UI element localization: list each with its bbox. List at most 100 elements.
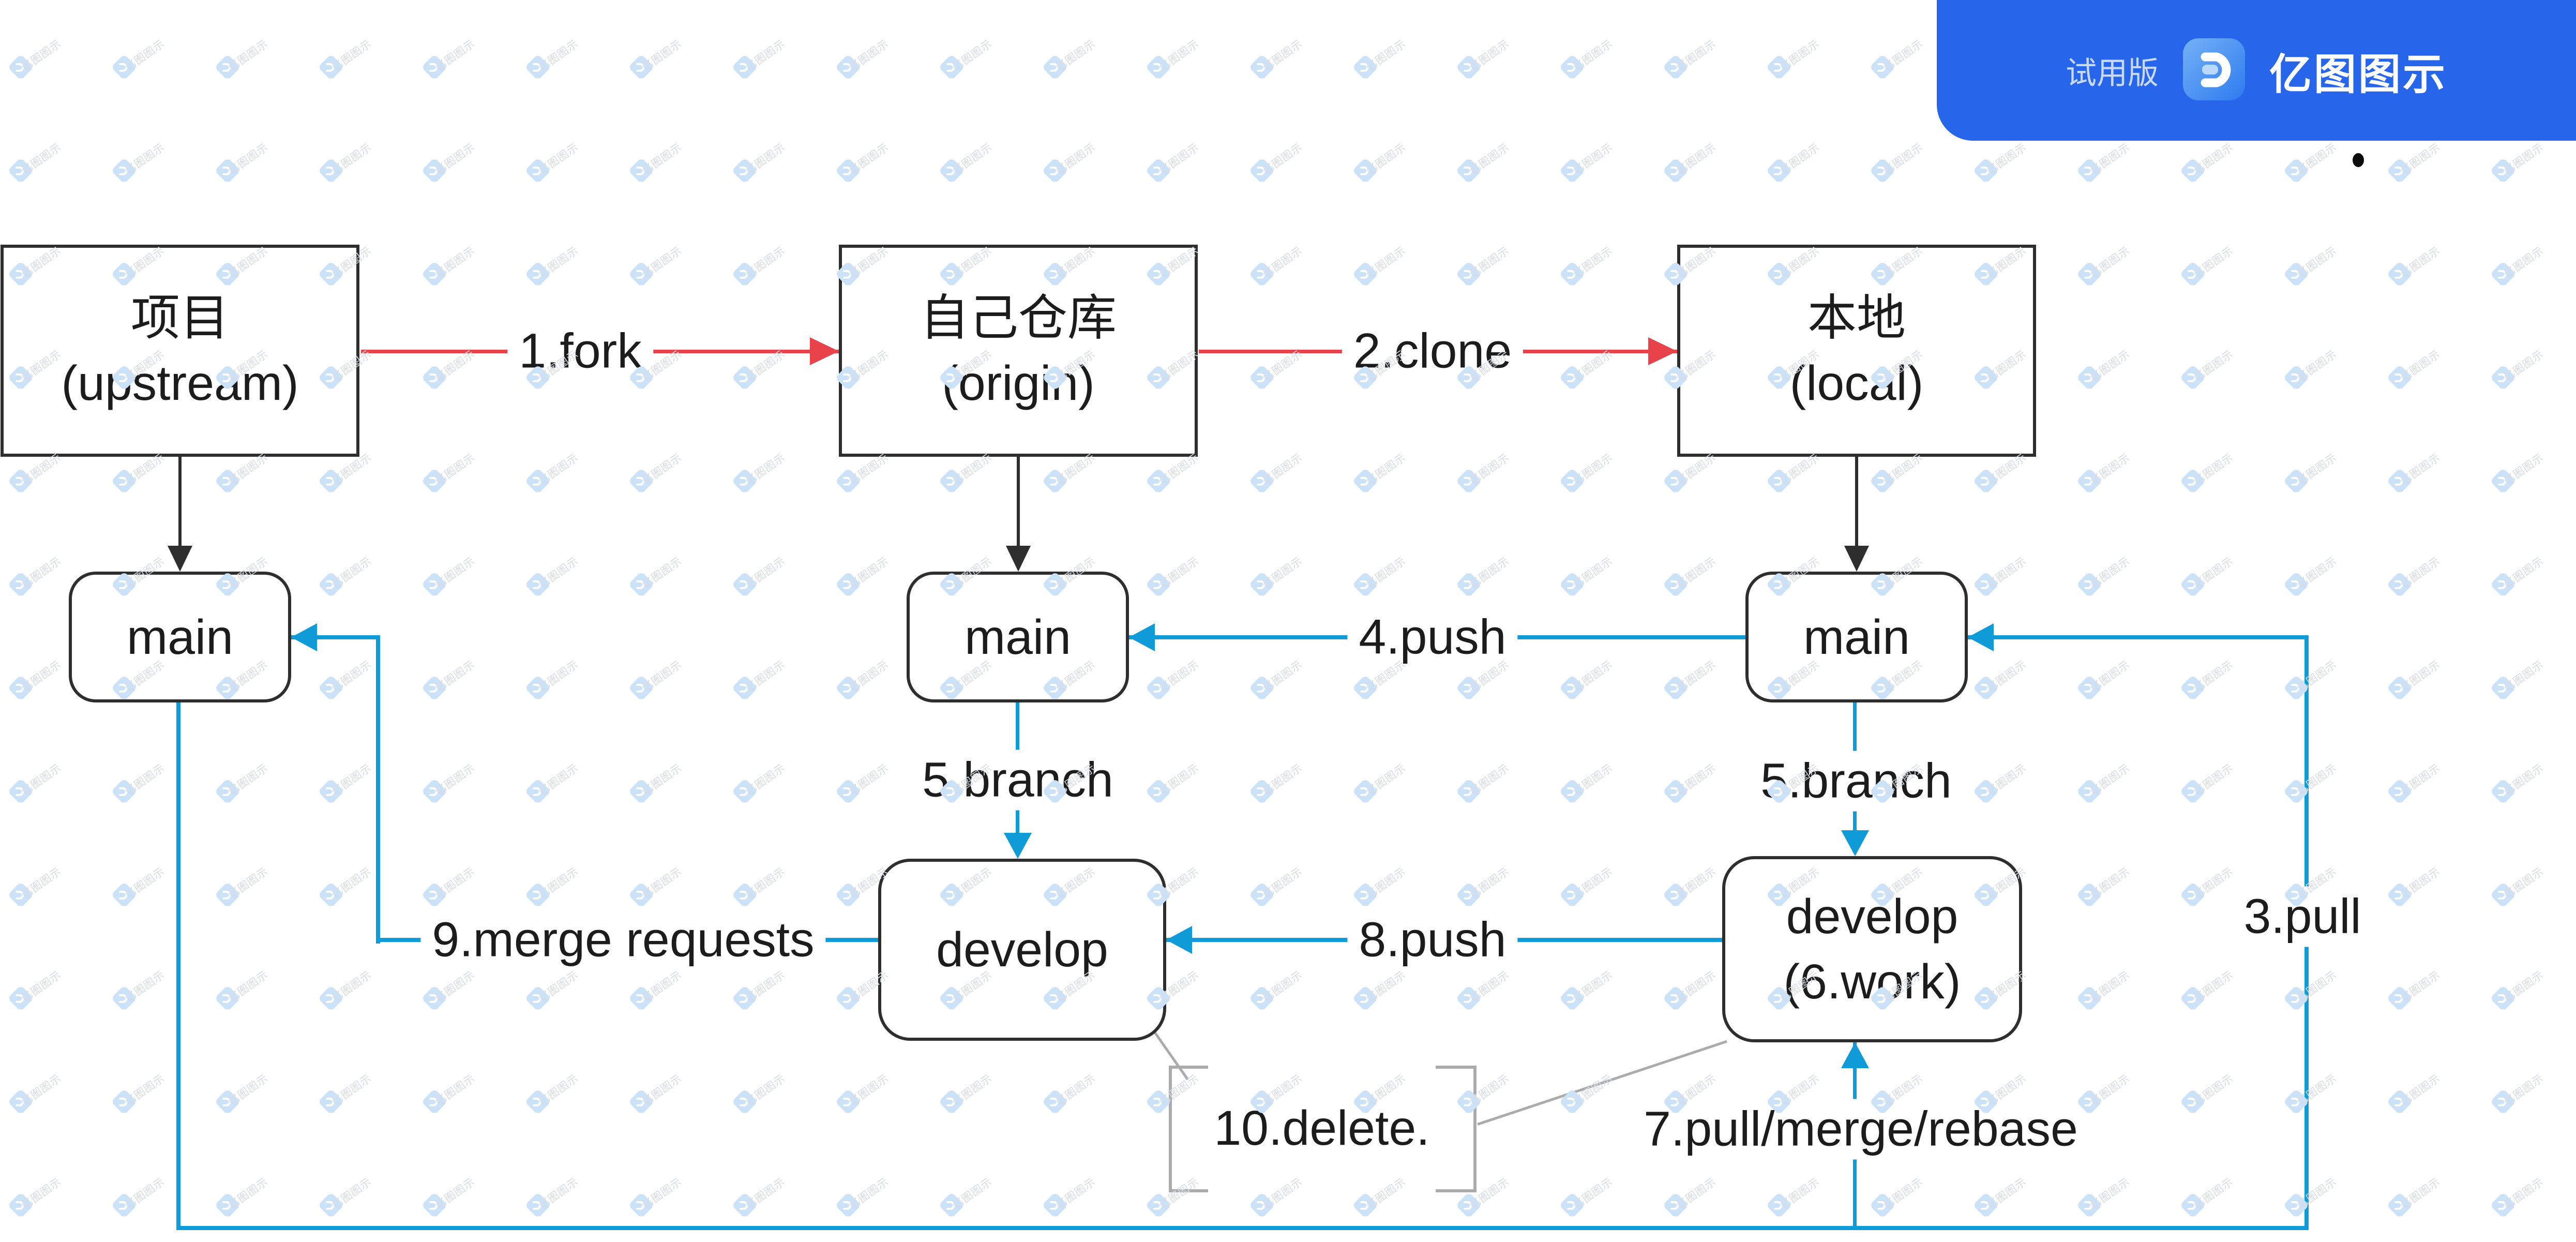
edraw-diamond-icon xyxy=(1766,468,1792,495)
watermark-text: 亿图图示 xyxy=(2088,1072,2132,1109)
watermark-text: 亿图图示 xyxy=(1260,865,1305,902)
watermark-text: 亿图图示 xyxy=(19,1072,64,1109)
edraw-diamond-icon xyxy=(835,985,862,1012)
watermark-text: 亿图图示 xyxy=(847,141,891,177)
edraw-diamond-icon xyxy=(421,571,448,598)
edraw-diamond-icon xyxy=(2490,468,2517,495)
edraw-diamond-icon xyxy=(1352,571,1379,598)
edraw-diamond-icon xyxy=(2076,881,2103,908)
watermark-text: 亿图图示 xyxy=(123,969,167,1005)
watermark-text: 亿图图示 xyxy=(1571,865,1615,902)
edraw-diamond-icon xyxy=(2076,985,2103,1012)
watermark-text: 亿图图示 xyxy=(19,141,64,177)
edraw-diamond-icon xyxy=(2076,468,2103,495)
edraw-diamond-icon xyxy=(731,468,758,495)
edraw-diamond-icon xyxy=(421,364,448,391)
edraw-diamond-icon xyxy=(524,985,551,1012)
edraw-diamond-icon xyxy=(111,985,138,1012)
edraw-diamond-icon xyxy=(111,1088,138,1115)
edraw-diamond-icon xyxy=(731,54,758,81)
edraw-diamond-icon xyxy=(1352,675,1379,701)
edraw-diamond-icon xyxy=(1145,54,1172,81)
edraw-diamond-icon xyxy=(7,1192,34,1219)
watermark-text: 亿图图示 xyxy=(1674,555,1719,591)
edraw-diamond-icon xyxy=(1559,261,1586,288)
edraw-diamond-icon xyxy=(7,985,34,1012)
edraw-diamond-icon xyxy=(628,571,655,598)
edraw-diamond-icon xyxy=(1352,261,1379,288)
edraw-diamond-icon xyxy=(731,571,758,598)
edraw-diamond-icon xyxy=(2490,157,2517,184)
watermark-text: 亿图图示 xyxy=(640,762,684,798)
edraw-diamond-icon xyxy=(835,54,862,81)
watermark-text: 亿图图示 xyxy=(433,1176,477,1212)
node-origin-develop: develop xyxy=(878,859,1166,1041)
edraw-diamond-icon xyxy=(835,1192,862,1219)
edraw-diamond-icon xyxy=(2386,778,2413,805)
edraw-diamond-icon xyxy=(1662,1192,1689,1219)
edraw-diamond-icon xyxy=(1869,157,1896,184)
node-origin-develop-label: develop xyxy=(936,922,1108,977)
edraw-diamond-icon xyxy=(1145,778,1172,805)
edraw-diamond-icon xyxy=(1559,778,1586,805)
watermark-text: 亿图图示 xyxy=(2502,141,2546,177)
watermark-text: 亿图图示 xyxy=(1571,38,1615,74)
watermark-text: 亿图图示 xyxy=(1881,141,1925,177)
edraw-diamond-icon xyxy=(1042,1088,1068,1115)
edraw-diamond-icon xyxy=(1559,881,1586,908)
watermark-text: 亿图图示 xyxy=(1053,1176,1098,1212)
edraw-diamond-icon xyxy=(2283,261,2310,288)
watermark-text: 亿图图示 xyxy=(950,1176,995,1212)
watermark-text: 亿图图示 xyxy=(433,452,477,488)
merge9-top-line xyxy=(291,635,380,639)
watermark-text: 亿图图示 xyxy=(2398,1176,2443,1212)
edraw-diamond-icon xyxy=(1352,468,1379,495)
edraw-diamond-icon xyxy=(1352,881,1379,908)
edraw-diamond-icon xyxy=(421,675,448,701)
watermark-text: 亿图图示 xyxy=(847,1072,891,1109)
edraw-diamond-icon xyxy=(421,985,448,1012)
watermark-text: 亿图图示 xyxy=(2088,969,2132,1005)
watermark-text: 亿图图示 xyxy=(1260,659,1305,695)
watermark-text: 亿图图示 xyxy=(640,245,684,281)
watermark-text: 亿图图示 xyxy=(536,969,581,1005)
edraw-diamond-icon xyxy=(2386,1088,2413,1115)
watermark-text: 亿图图示 xyxy=(1674,969,1719,1005)
watermark-text: 亿图图示 xyxy=(2398,348,2443,384)
node-local-title: 本地 xyxy=(1807,291,1906,346)
watermark-text: 亿图图示 xyxy=(123,762,167,798)
edraw-diamond-icon xyxy=(938,468,965,495)
edraw-diamond-icon xyxy=(1766,54,1792,81)
edge-label-delete: 10.delete. xyxy=(1208,1040,1436,1216)
edraw-diamond-icon xyxy=(1972,571,1999,598)
watermark-text: 亿图图示 xyxy=(1157,762,1201,798)
watermark-text: 亿图图示 xyxy=(1364,555,1408,591)
watermark-text: 亿图图示 xyxy=(123,38,167,74)
trial-badge: 试用版 亿图图示 xyxy=(1937,0,2576,141)
edraw-diamond-icon xyxy=(2076,157,2103,184)
watermark-text: 亿图图示 xyxy=(2502,245,2546,281)
watermark-text: 亿图图示 xyxy=(1881,1176,1925,1212)
edraw-diamond-icon xyxy=(2386,261,2413,288)
watermark-text: 亿图图示 xyxy=(743,1176,788,1212)
branch-origin-arrowhead-icon xyxy=(1004,833,1032,859)
edraw-diamond-icon xyxy=(2490,778,2517,805)
edraw-diamond-icon xyxy=(214,985,241,1012)
edge-label-push-main: 4.push xyxy=(1347,607,1518,668)
edraw-diamond-icon xyxy=(2076,778,2103,805)
watermark-text: 亿图图示 xyxy=(2088,659,2132,695)
watermark-text: 亿图图示 xyxy=(743,141,788,177)
edraw-diamond-icon xyxy=(1766,157,1792,184)
watermark-text: 亿图图示 xyxy=(2398,969,2443,1005)
origin-to-main-arrowhead-icon xyxy=(1006,546,1031,572)
edraw-diamond-icon xyxy=(1869,468,1896,495)
edraw-diamond-icon xyxy=(1662,985,1689,1012)
edge-label-branch-origin: 5.branch xyxy=(911,750,1125,811)
edraw-diamond-icon xyxy=(1248,468,1275,495)
edraw-diamond-icon xyxy=(1869,54,1896,81)
edraw-diamond-icon xyxy=(1352,778,1379,805)
watermark-text: 亿图图示 xyxy=(1157,38,1201,74)
edraw-diamond-icon xyxy=(835,1088,862,1115)
edraw-diamond-icon xyxy=(1455,54,1482,81)
